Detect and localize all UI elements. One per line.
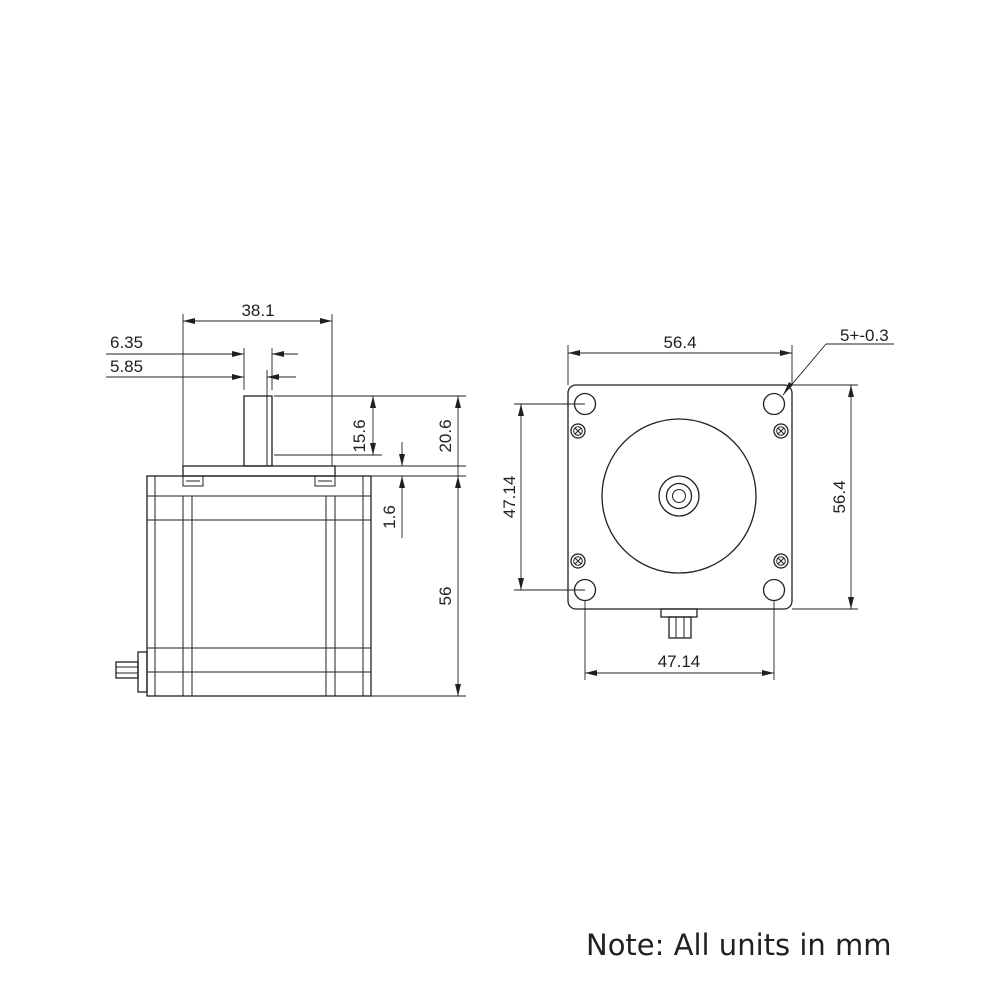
svg-text:5+-0.3: 5+-0.3 (840, 326, 889, 345)
dimension-5-85: 5.85 (106, 357, 296, 396)
mounting-hole-top-right (762, 392, 786, 416)
svg-text:1.6: 1.6 (380, 505, 399, 529)
svg-text:6.35: 6.35 (110, 333, 143, 352)
svg-text:47.14: 47.14 (500, 476, 519, 519)
dimension-1-6: 1.6 (335, 442, 466, 538)
screw-icon (570, 553, 586, 569)
dimension-hole-spacing-horizontal: 47.14 (584, 600, 775, 680)
svg-text:47.14: 47.14 (658, 652, 701, 671)
rear-connector (115, 651, 148, 693)
dimension-hole-diameter: 5+-0.3 (782, 326, 894, 396)
mounting-hole-bottom-right (762, 578, 786, 602)
motor-body-side (146, 475, 372, 697)
dimension-width-56-4: 56.4 (567, 333, 793, 385)
connector-front (660, 608, 698, 639)
dimension-height-56-4: 56.4 (792, 384, 858, 610)
shaft-front-center (672, 489, 686, 503)
dimension-56: 56 (371, 476, 466, 697)
side-view: 38.1 6.35 5.85 15.6 (106, 301, 466, 697)
shaft-side (243, 395, 273, 467)
svg-text:56.4: 56.4 (830, 480, 849, 513)
dimension-hole-spacing-vertical: 47.14 (500, 403, 585, 591)
dimension-6-35: 6.35 (106, 333, 298, 390)
dimension-38-1: 38.1 (182, 301, 333, 466)
shaft-front-outer (658, 475, 700, 517)
screw-icon (773, 423, 789, 439)
flange-boss (182, 465, 336, 487)
screw-icon (570, 423, 586, 439)
screw-icon (773, 553, 789, 569)
units-note: Note: All units in mm (586, 928, 892, 962)
svg-text:5.85: 5.85 (110, 357, 143, 376)
svg-text:15.6: 15.6 (350, 419, 369, 452)
dimension-15-6: 15.6 (274, 395, 382, 456)
front-view: 56.4 5+-0.3 47.14 56.4 (500, 326, 894, 680)
dimension-20-6: 20.6 (335, 395, 466, 476)
svg-text:38.1: 38.1 (241, 301, 274, 320)
shaft-front-inner (665, 482, 693, 510)
mounting-holes (573, 392, 786, 602)
svg-text:56: 56 (436, 587, 455, 606)
svg-text:20.6: 20.6 (436, 419, 455, 452)
svg-text:56.4: 56.4 (663, 333, 696, 352)
pilot-boss (601, 418, 757, 574)
